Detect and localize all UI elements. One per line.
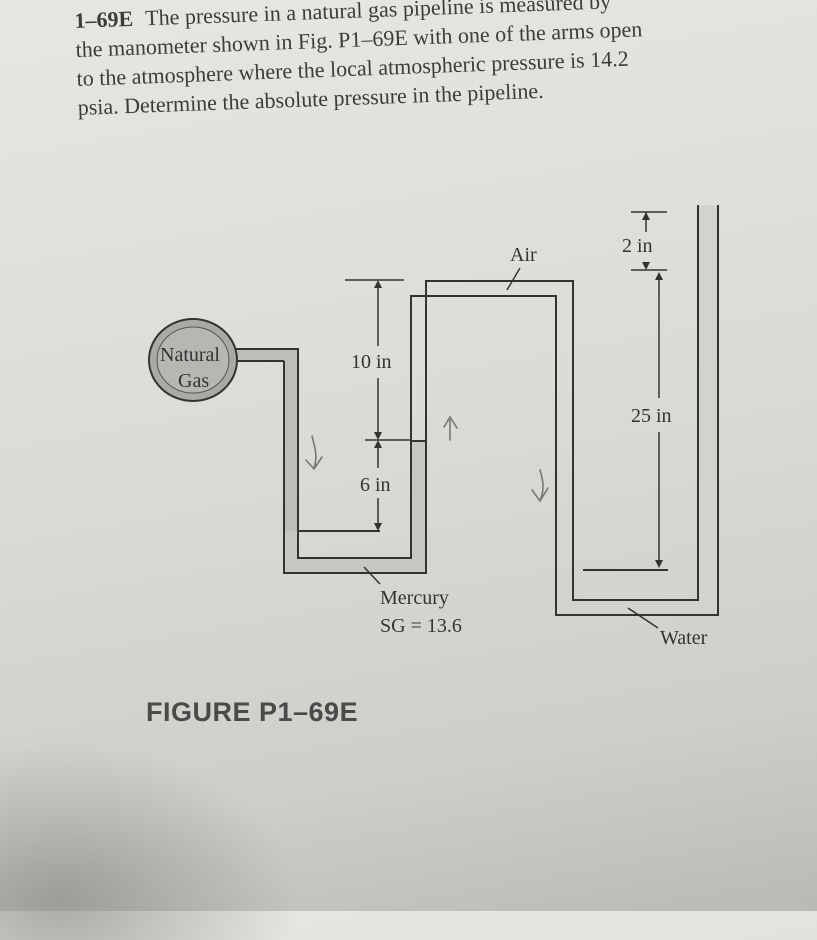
- pencil-arrow-down-1: [305, 435, 323, 471]
- dimension-lines: [345, 211, 667, 566]
- dimension-25in: 25 in: [631, 405, 672, 427]
- dimension-10in: 10 in: [351, 351, 392, 373]
- dimension-6in: 6 in: [360, 474, 391, 496]
- mercury-column-right: [411, 441, 426, 573]
- dimension-arrows: [374, 212, 663, 568]
- gas-tube-left-vertical: [284, 349, 298, 531]
- label-mercury: Mercury: [380, 587, 449, 609]
- label-gas: Gas: [178, 370, 209, 392]
- water-leader: [627, 607, 659, 629]
- label-mercury-sg: SG = 13.6: [380, 615, 462, 637]
- pencil-arrow-up: [443, 415, 458, 441]
- water-column: [698, 205, 718, 615]
- mercury-bottom: [284, 558, 426, 573]
- label-air: Air: [510, 244, 537, 266]
- air-leader: [506, 267, 521, 291]
- figure-caption: FIGURE P1–69E: [146, 697, 359, 727]
- label-water: Water: [660, 627, 708, 649]
- tube-inner-wall: [236, 205, 719, 616]
- label-natural: Natural: [160, 344, 220, 366]
- dimension-2in: 2 in: [622, 235, 653, 257]
- water-bottom: [566, 600, 718, 615]
- water-column-left: [566, 570, 583, 615]
- gas-tube-horizontal: [236, 349, 298, 361]
- tube-fills: [236, 205, 718, 615]
- manometer-figure: Natural Gas 10 in 6 in 2 in 25 in Air Me…: [148, 205, 719, 649]
- pencil-arrows: [305, 415, 549, 503]
- mercury-leader: [363, 566, 381, 585]
- tube-outer-wall: [236, 205, 699, 601]
- tube-outlines: [236, 205, 719, 616]
- pencil-arrow-down-2: [531, 469, 549, 503]
- natural-gas-tank: Natural Gas: [148, 318, 238, 402]
